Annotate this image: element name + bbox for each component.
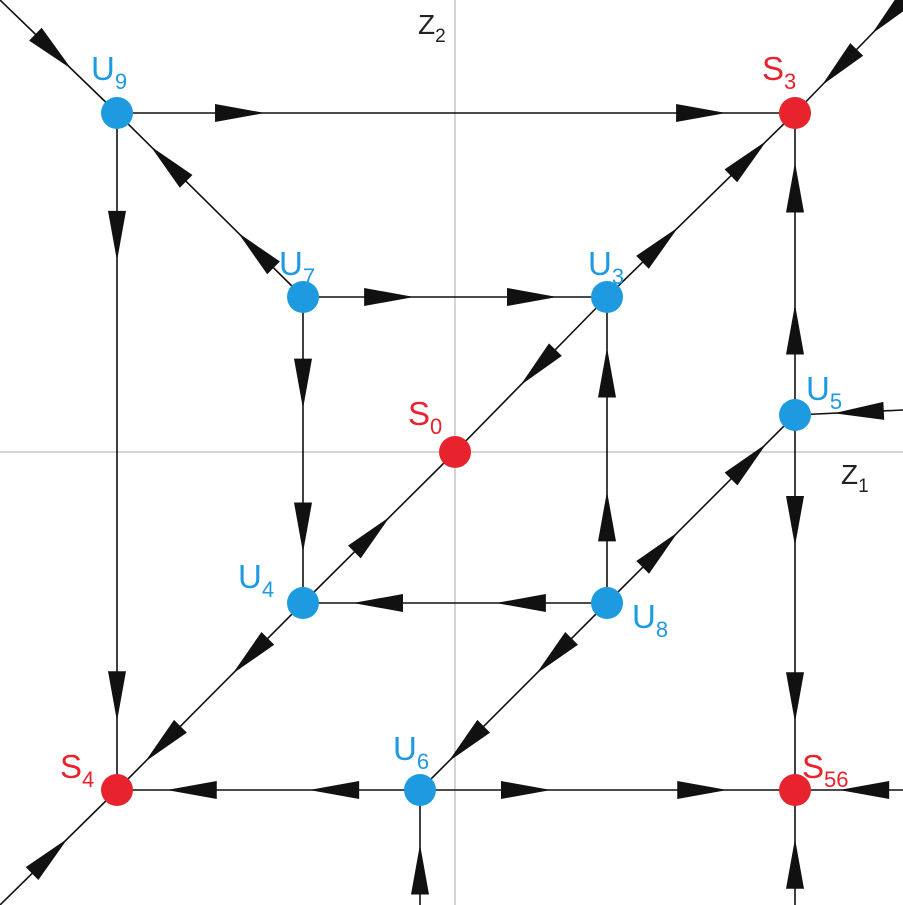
label-u6-letter: U bbox=[393, 730, 417, 767]
flow-arrows bbox=[25, 0, 903, 895]
arrow-u8-u4-2 bbox=[353, 594, 403, 612]
label-s3-letter: S bbox=[762, 50, 784, 87]
label-u8: U8 bbox=[632, 598, 668, 642]
label-u4: U4 bbox=[238, 558, 274, 602]
trajectory-u4-s4 bbox=[116, 602, 304, 791]
arrow-u5-s56-1 bbox=[786, 496, 804, 546]
arrow-u9-u7-2 bbox=[238, 232, 280, 275]
label-u5: U5 bbox=[806, 370, 842, 414]
trajectory-u8-u6 bbox=[419, 602, 608, 791]
equilibrium-points bbox=[101, 97, 811, 806]
arrow-u9-u7-1 bbox=[150, 146, 193, 188]
arrow-u3-s0-1 bbox=[520, 343, 562, 386]
point-s56 bbox=[779, 774, 811, 806]
arrow-u9-s4-1 bbox=[108, 210, 126, 261]
label-u5-subscript: 5 bbox=[830, 389, 842, 414]
label-u7: U7 bbox=[279, 245, 315, 289]
arrow-u8-u5-2 bbox=[724, 443, 767, 486]
arrow-u4-s0-1 bbox=[348, 516, 390, 559]
label-u7-letter: U bbox=[279, 245, 303, 282]
arrow-u6-s56-2 bbox=[677, 781, 728, 799]
label-u5-letter: U bbox=[806, 370, 830, 407]
arrow-incoming-right-u5-1 bbox=[833, 401, 885, 420]
arrow-u7-u4-2 bbox=[294, 502, 312, 553]
arrow-u8-u3-2 bbox=[598, 347, 616, 398]
arrow-u7-u3-1 bbox=[364, 288, 415, 306]
label-u8-subscript: 8 bbox=[656, 617, 668, 642]
label-s3: S3 bbox=[762, 50, 796, 94]
label-u6: U6 bbox=[393, 730, 429, 774]
label-u9-subscript: 9 bbox=[115, 69, 127, 94]
arrow-incoming-top-left-1 bbox=[29, 27, 72, 69]
trajectory-u9-u7 bbox=[116, 112, 304, 298]
arrow-u9-s3-1 bbox=[215, 104, 266, 122]
label-u4-letter: U bbox=[238, 558, 262, 595]
label-u3: U3 bbox=[588, 245, 624, 289]
arrow-u8-u6-2 bbox=[448, 719, 491, 762]
point-u7 bbox=[287, 281, 319, 313]
label-u4-subscript: 4 bbox=[262, 577, 274, 602]
point-u3 bbox=[591, 281, 623, 313]
arrow-u3-s3-1 bbox=[636, 227, 679, 269]
label-s56: S56 bbox=[802, 748, 849, 792]
arrow-u9-s4-2 bbox=[108, 671, 126, 722]
arrow-u8-u4-1 bbox=[495, 594, 546, 612]
arrow-outgoing-top-right-1 bbox=[821, 43, 864, 86]
arrow-u6-s4-1 bbox=[309, 781, 360, 799]
point-u6 bbox=[404, 774, 436, 806]
point-u9 bbox=[101, 97, 133, 129]
arrow-u4-s4-1 bbox=[232, 631, 275, 674]
label-s56-letter: S bbox=[802, 748, 824, 785]
label-u9-letter: U bbox=[91, 50, 115, 87]
point-u4 bbox=[287, 587, 319, 619]
point-s0 bbox=[439, 436, 471, 468]
arrow-u5-s3-2 bbox=[786, 162, 804, 213]
arrow-u5-s56-2 bbox=[786, 672, 804, 723]
label-s0-letter: S bbox=[408, 395, 430, 432]
point-s3 bbox=[779, 97, 811, 129]
trajectory-u3-s3 bbox=[606, 112, 796, 298]
arrow-u7-u4-1 bbox=[294, 358, 312, 409]
label-u7-subscript: 7 bbox=[303, 264, 315, 289]
z2-axis-label: Z2 bbox=[418, 9, 446, 47]
arrow-u8-u6-1 bbox=[536, 632, 578, 674]
label-s0: S0 bbox=[408, 395, 442, 439]
arrow-u9-s3-2 bbox=[676, 104, 727, 122]
arrow-u8-u5-1 bbox=[636, 531, 679, 574]
label-s0-subscript: 0 bbox=[430, 414, 442, 439]
arrow-u7-u3-2 bbox=[507, 288, 557, 306]
label-s56-subscript: 56 bbox=[824, 767, 848, 792]
label-s4-subscript: 4 bbox=[82, 767, 94, 792]
arrow-u6-s56-1 bbox=[501, 781, 551, 799]
label-u8-letter: U bbox=[632, 598, 656, 635]
arrow-u4-s4-2 bbox=[145, 719, 187, 762]
arrow-incoming-bottom-u6-1 bbox=[411, 844, 429, 895]
label-u6-subscript: 6 bbox=[417, 749, 429, 774]
arrow-incoming-bottom-left-1 bbox=[25, 838, 68, 880]
label-u9: U9 bbox=[91, 50, 127, 94]
z1-axis-label: Z1 bbox=[841, 459, 869, 497]
label-u3-subscript: 3 bbox=[612, 264, 624, 289]
arrow-u5-s3-1 bbox=[786, 304, 804, 355]
trajectory-u8-u5 bbox=[606, 414, 796, 604]
label-u3-letter: U bbox=[588, 245, 612, 282]
arrow-incoming-bottom-s56-1 bbox=[786, 838, 804, 889]
arrow-u8-u3-1 bbox=[598, 491, 616, 542]
label-s4-letter: S bbox=[60, 748, 82, 785]
label-s4: S4 bbox=[60, 748, 94, 792]
arrow-u3-s3-2 bbox=[724, 140, 767, 183]
point-s4 bbox=[101, 774, 133, 806]
point-u5 bbox=[779, 399, 811, 431]
label-s3-subscript: 3 bbox=[784, 69, 796, 94]
arrow-incoming-right-s56-1 bbox=[839, 781, 890, 799]
arrow-u6-s4-2 bbox=[166, 781, 217, 799]
point-u8 bbox=[591, 587, 623, 619]
